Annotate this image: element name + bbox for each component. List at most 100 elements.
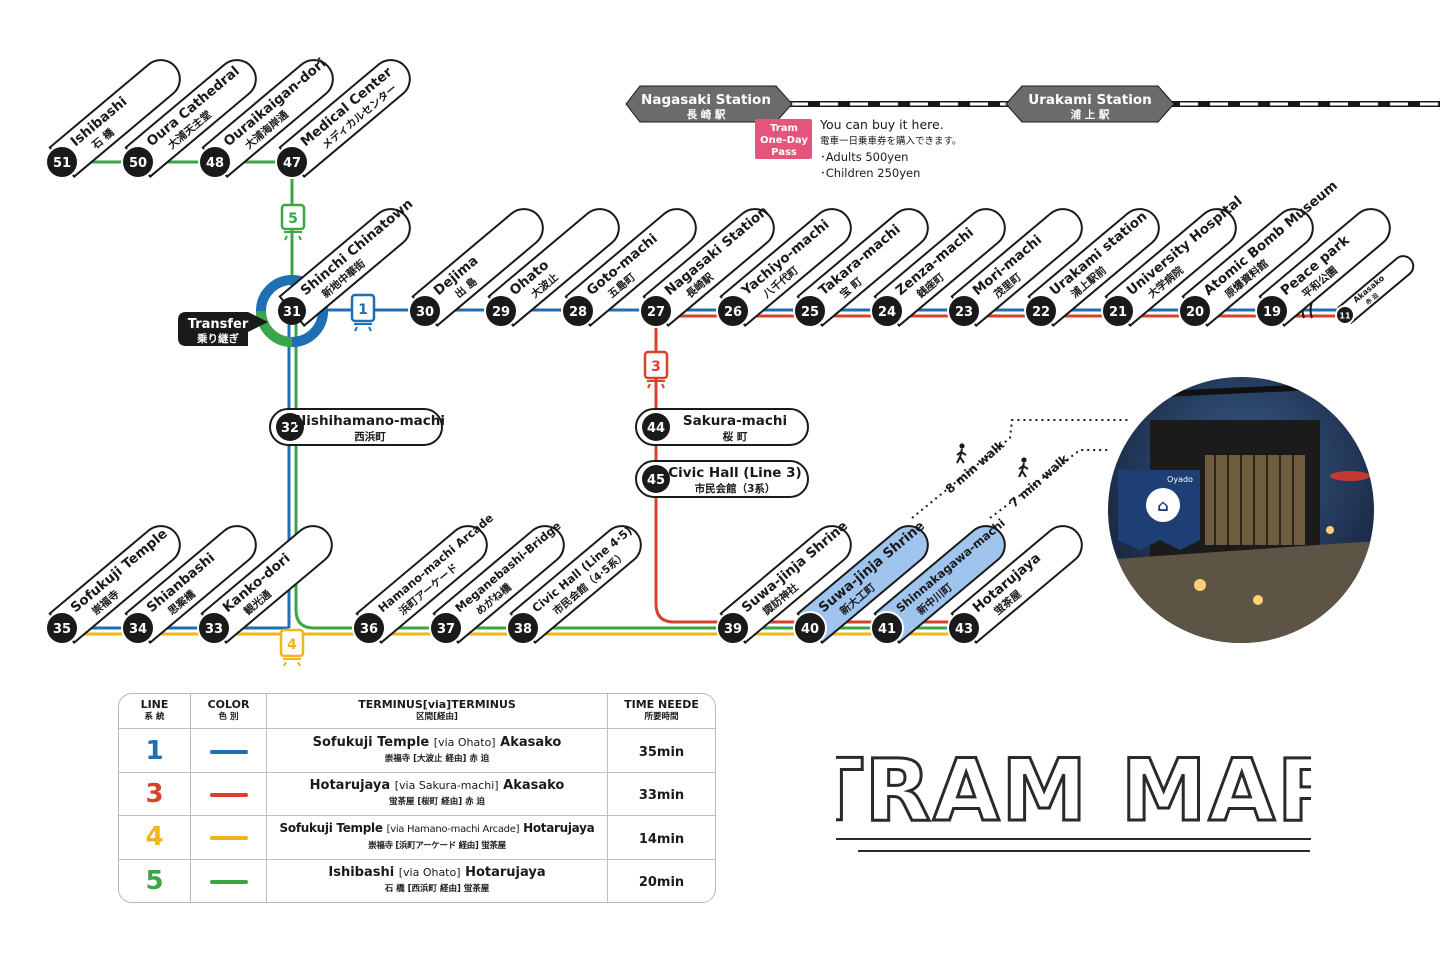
- station-tab: [642, 208, 775, 327]
- station-number: 26: [724, 305, 742, 320]
- station-number-dot: [793, 611, 827, 645]
- station-tab: [950, 208, 1083, 327]
- station-tab: [124, 59, 257, 178]
- station-number-dot: [278, 297, 306, 325]
- station-number-dot: [1101, 294, 1135, 328]
- station-tab: [48, 59, 181, 178]
- station-number-dot: [197, 611, 231, 645]
- station-tab: [1181, 208, 1314, 327]
- station-tab: [432, 525, 565, 644]
- urakami-jr-station[interactable]: Urakami Station 浦 上 駅: [1005, 85, 1175, 123]
- station-number-dot: [793, 294, 827, 328]
- station-tab: [796, 525, 929, 644]
- station-number-dot: [870, 294, 904, 328]
- station-number-dot: [870, 611, 904, 645]
- station-tab: [1104, 208, 1237, 327]
- svg-text:44: 44: [647, 421, 665, 436]
- station-number: 31: [283, 305, 301, 320]
- walk-routes: 8 min walk 7 min walk: [911, 419, 1128, 519]
- legend-row-line-4: 4 Sofukuji Temple [via Hamano-machi Arca…: [119, 815, 715, 860]
- inn-photo: ⌂ Oyado: [1108, 377, 1374, 643]
- station-number: 21: [1109, 305, 1127, 320]
- walker-icon-2: [1018, 457, 1029, 478]
- station-tab: [873, 525, 1006, 644]
- svg-text:浦 上 駅: 浦 上 駅: [1071, 108, 1110, 121]
- line-1-color-swatch: [209, 749, 248, 754]
- tram-map-title: TRAM MAP: [836, 742, 1311, 842]
- transfer-callout: Transfer 乗り継ぎ: [178, 312, 268, 346]
- station-45[interactable]: 45 Civic Hall (Line 3) 市民会館（3系）: [635, 460, 809, 498]
- station-number: 39: [724, 622, 742, 637]
- station-tab: [719, 208, 852, 327]
- station-tab: [719, 525, 852, 644]
- station-tab: [796, 208, 929, 327]
- station-tab: [411, 208, 544, 327]
- line-5-color-swatch: [209, 879, 248, 884]
- station-tab: [200, 525, 333, 644]
- station-number-dot: [275, 145, 309, 179]
- station-number: 33: [205, 622, 223, 637]
- svg-text:Nagasaki Station: Nagasaki Station: [641, 92, 771, 108]
- svg-text:市民会館（3系）: 市民会館（3系）: [695, 482, 776, 495]
- line-badge-4: 4: [279, 628, 305, 667]
- station-tab: [487, 208, 620, 327]
- pass-buy-text: You can buy it here.: [819, 117, 944, 132]
- svg-text:32: 32: [281, 421, 299, 436]
- station-tab: [564, 208, 697, 327]
- station-number: 41: [878, 622, 896, 637]
- walk-7min-label: 7 min walk: [1007, 451, 1072, 510]
- station-number-dot: [121, 611, 155, 645]
- station-number: 50: [129, 156, 147, 171]
- station-number-dot: [1335, 305, 1355, 325]
- station-number: 36: [360, 622, 378, 637]
- line-badge-5: 5: [280, 203, 306, 241]
- pass-badge-line-2: One-Day: [760, 135, 808, 146]
- station-tab: [355, 525, 488, 644]
- station-tab: [278, 208, 411, 327]
- station-number-dot: [639, 294, 673, 328]
- svg-text:1: 1: [358, 302, 368, 318]
- station-number: 35: [53, 622, 71, 637]
- svg-text:Sakura-machi: Sakura-machi: [683, 413, 787, 429]
- title-text: TRAM MAP: [836, 742, 1311, 841]
- svg-text:桜 町: 桜 町: [723, 430, 748, 443]
- nagasaki-jr-station[interactable]: Nagasaki Station 長 崎 駅: [625, 85, 793, 123]
- station-tab: [1027, 208, 1160, 327]
- station-number-dot: [947, 611, 981, 645]
- station-tab: [1337, 255, 1415, 325]
- station-44[interactable]: 44 Sakura-machi 桜 町: [635, 408, 809, 446]
- station-tab: [950, 525, 1083, 644]
- svg-text:4: 4: [287, 637, 297, 653]
- pass-badge-line-3: Pass: [771, 147, 797, 158]
- station-number-dot: [1255, 294, 1289, 328]
- station-tab: [509, 525, 642, 644]
- pass-children-price: ･Children 250yen: [820, 166, 920, 180]
- station-number: 23: [955, 305, 973, 320]
- station-tab: [124, 525, 257, 644]
- station-number-dot: [429, 611, 463, 645]
- line-3-color-swatch: [209, 792, 248, 797]
- walker-icon-1: [956, 443, 967, 464]
- station-number-dot: [121, 145, 155, 179]
- pass-badge-line-1: Tram: [770, 123, 798, 134]
- station-number: 47: [283, 156, 301, 171]
- station-tab: [48, 525, 181, 644]
- station-number: 51: [53, 156, 71, 171]
- line-badge-1: 1: [350, 293, 376, 332]
- station-number: 48: [206, 156, 224, 171]
- pass-adults-price: ･Adults 500yen: [820, 150, 908, 164]
- station-number-dot: [1024, 294, 1058, 328]
- station-number: 22: [1032, 305, 1050, 320]
- station-32[interactable]: 32 Nishihamano-machi 西浜町: [269, 408, 445, 446]
- station-number: 20: [1186, 305, 1204, 320]
